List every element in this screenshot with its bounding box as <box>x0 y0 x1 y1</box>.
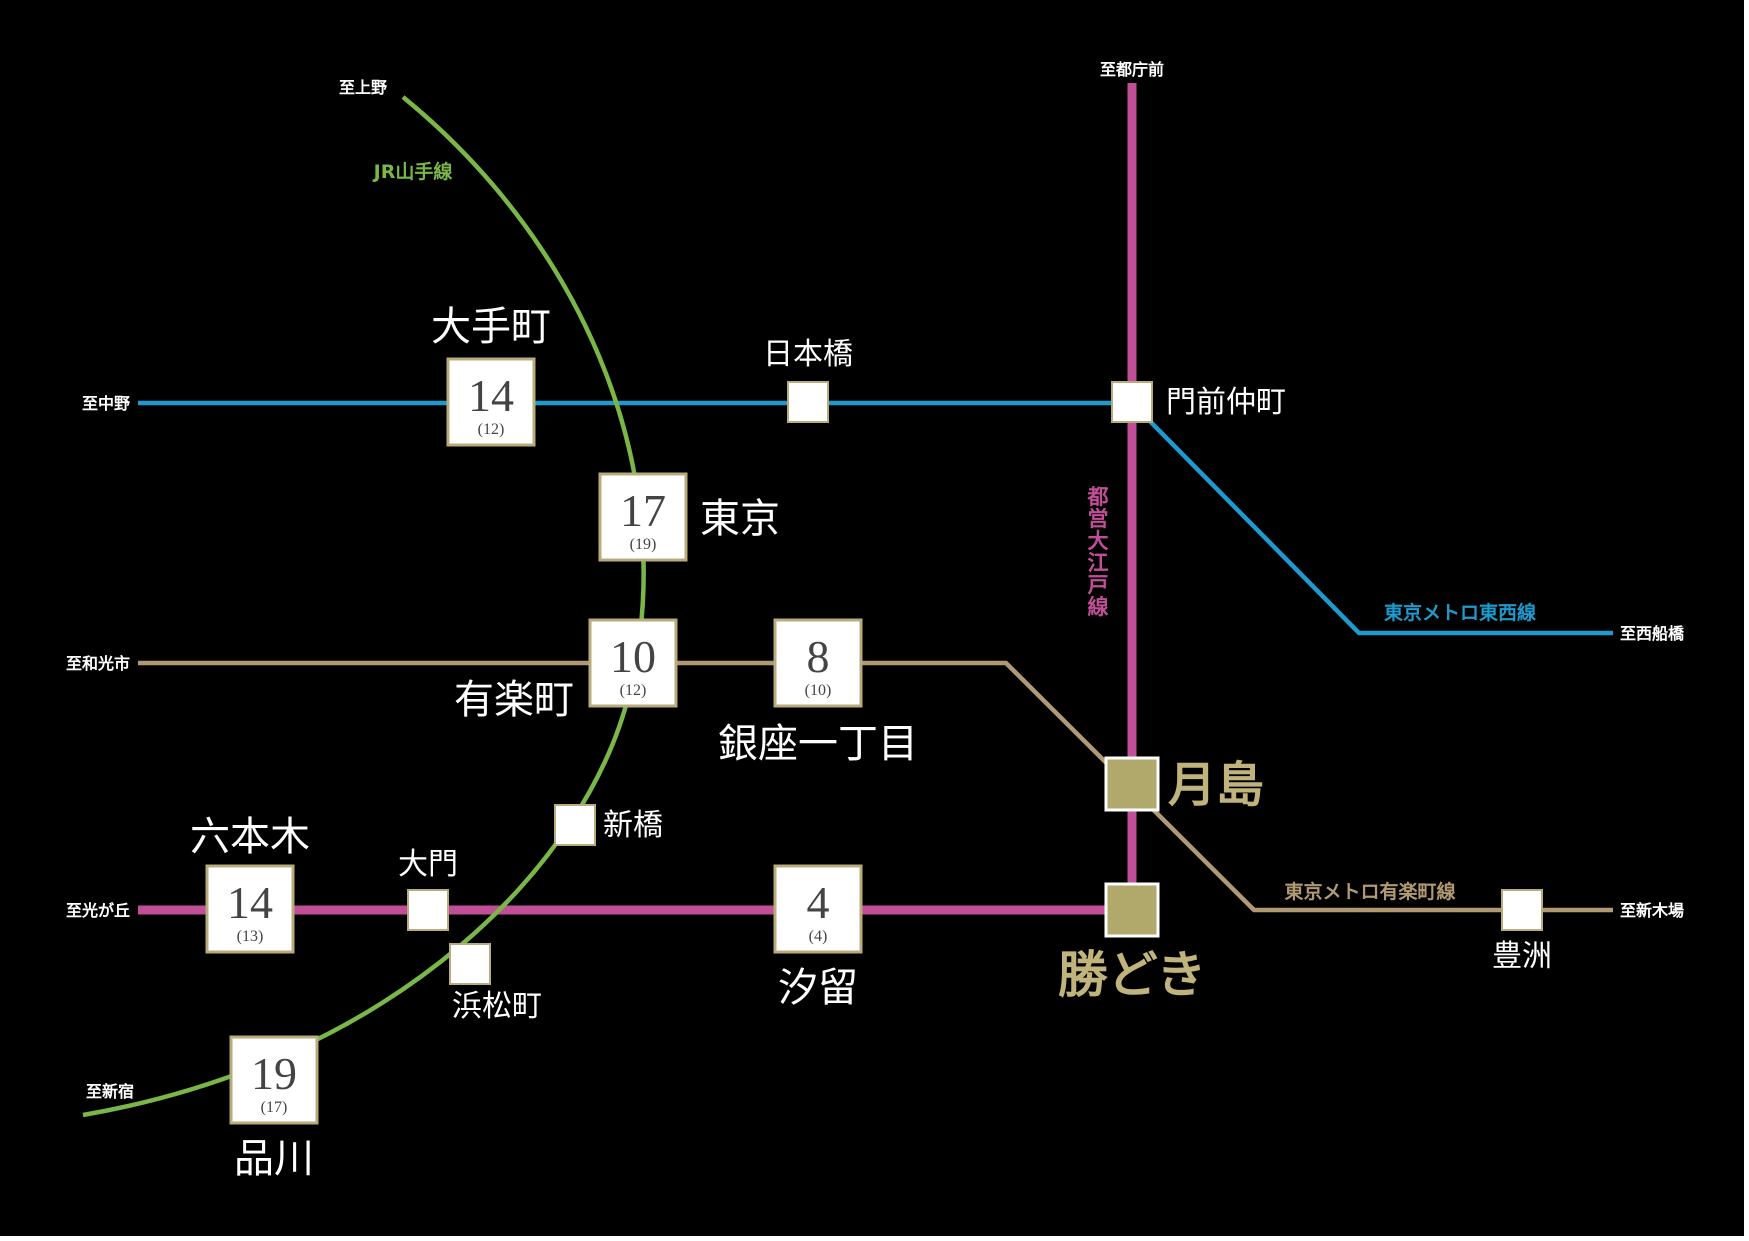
direction-hikarigaoka: 至光が丘 <box>66 901 130 920</box>
line-label-char: 線 <box>1088 595 1109 619</box>
direction-tochomae: 至都庁前 <box>1100 60 1164 79</box>
station-time: 8 <box>807 631 830 682</box>
station-name: 門前仲町 <box>1166 386 1286 419</box>
station-name: 浜松町 <box>452 990 542 1023</box>
direction-shinkiba: 至新木場 <box>1620 901 1684 920</box>
line-label-metro-tozai: 東京メトロ東西線 <box>1384 601 1536 624</box>
line-label-char: 江 <box>1088 551 1109 575</box>
station-alt-time: (10) <box>805 682 832 699</box>
station-alt-time: (17) <box>261 1099 288 1116</box>
station-time: 17 <box>620 485 666 536</box>
station-shinagawa: 19 (17) 品川 <box>229 1035 319 1181</box>
direction-shinjuku: 至新宿 <box>86 1082 134 1101</box>
line-label-char: 大 <box>1088 529 1109 553</box>
station-alt-time: (13) <box>237 928 264 945</box>
station-alt-time: (12) <box>620 682 647 699</box>
station-name: 東京 <box>700 496 780 541</box>
metro-tozai-line <box>138 400 1613 636</box>
station-alt-time: (4) <box>809 928 828 945</box>
station-time: 19 <box>251 1048 297 1099</box>
station-yurakucho: 10 (12) 有楽町 <box>454 618 678 722</box>
station-name: 大門 <box>398 848 458 881</box>
station-kachidoki: 勝どき <box>1058 882 1207 1003</box>
station-name: 有楽町 <box>454 677 574 722</box>
station-time: 10 <box>610 631 656 682</box>
line-label-char: 都 <box>1087 485 1109 509</box>
station-name: 品川 <box>234 1136 314 1181</box>
station-hamamatsucho: 浜松町 <box>449 943 542 1023</box>
station-tsukishima: 月島 <box>1104 756 1264 812</box>
line-label-char: 営 <box>1088 507 1109 531</box>
station-shiodome: 4 (4) 汐留 <box>773 864 863 1010</box>
direction-wakoshi: 至和光市 <box>66 654 130 673</box>
station-daimon: 大門 <box>398 848 458 931</box>
line-label-char: 戸 <box>1088 573 1109 597</box>
station-time: 14 <box>468 370 514 421</box>
station-ginza-itchome: 8 (10) 銀座一丁目 <box>718 618 918 766</box>
direction-nakano: 至中野 <box>82 394 130 413</box>
station-name: 月島 <box>1168 759 1264 812</box>
station-name: 豊洲 <box>1492 940 1552 973</box>
station-nihombashi: 日本橋 <box>763 338 853 423</box>
line-label-jr-yamanote: JR山手線 <box>372 160 453 183</box>
station-alt-time: (12) <box>478 421 505 438</box>
station-name: 勝どき <box>1058 947 1207 1003</box>
station-name: 六本木 <box>190 814 310 859</box>
station-time: 14 <box>227 877 273 928</box>
station-name: 銀座一丁目 <box>718 721 918 766</box>
station-otemachi: 14 (12) 大手町 <box>431 304 551 447</box>
direction-nishifunabashi: 至西船橋 <box>1620 624 1685 643</box>
station-roppongi: 14 (13) 六本木 <box>190 814 310 954</box>
station-alt-time: (19) <box>630 536 657 553</box>
line-label-metro-yurakucho: 東京メトロ有楽町線 <box>1284 880 1455 903</box>
station-toyosu: 豊洲 <box>1492 889 1552 973</box>
station-tokyo: 17 (19) 東京 <box>598 472 780 562</box>
station-time: 4 <box>807 877 830 928</box>
station-monzen-nakacho: 門前仲町 <box>1111 381 1286 423</box>
station-name: 新橋 <box>603 809 663 842</box>
station-name: 汐留 <box>778 965 858 1010</box>
station-name: 日本橋 <box>763 338 853 371</box>
direction-ueno: 至上野 <box>339 78 387 97</box>
station-name: 大手町 <box>431 304 551 349</box>
station-shimbashi: 新橋 <box>554 804 663 846</box>
